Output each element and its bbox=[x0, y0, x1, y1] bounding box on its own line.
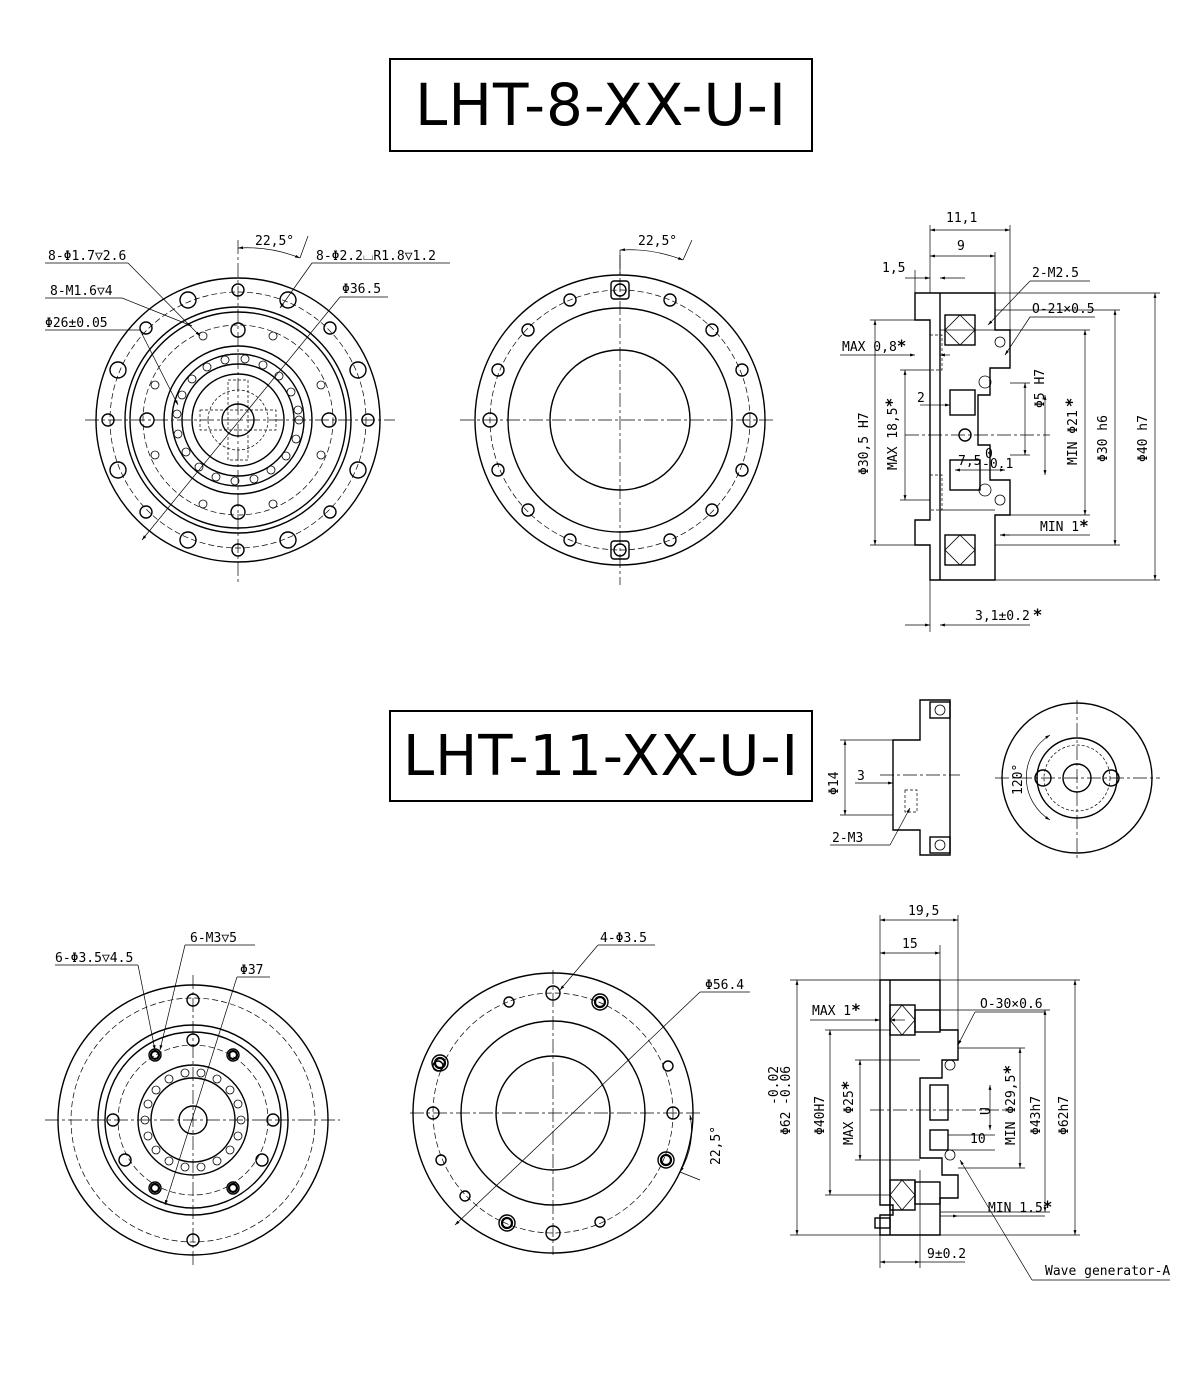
lht11-wg-side-view bbox=[830, 699, 960, 856]
lht11-pcd-label: Φ37 bbox=[240, 963, 263, 978]
lht8-holes-c-label: 8-Φ2.2⌴R1.8▽1.2 bbox=[316, 249, 436, 264]
lht8-oring-label: O-21×0.5 bbox=[1032, 302, 1095, 317]
lht8-min-21: MIN Φ21* bbox=[1062, 398, 1081, 465]
lht11-dia-62: Φ62 bbox=[779, 1112, 794, 1135]
lht11-dim-10: 10 bbox=[970, 1132, 986, 1147]
lht11-max-25: MAX Φ25* bbox=[838, 1081, 857, 1145]
lht11-oring-label: O-30×0.6 bbox=[980, 997, 1043, 1012]
lht11-front-view bbox=[45, 944, 340, 1265]
lht11-rear-holes-label: 4-Φ3.5 bbox=[600, 931, 647, 946]
lht8-rear-view bbox=[460, 239, 775, 585]
lht8-rear-angle: 22,5° bbox=[638, 234, 677, 249]
lht11-wave-generator-label: Wave generator-A bbox=[1045, 1264, 1170, 1279]
lht8-max-0-8: MAX 0,8* bbox=[842, 336, 906, 355]
lht11-dim-9: 9±0.2 bbox=[927, 1247, 966, 1262]
bearing-balls bbox=[172, 354, 304, 486]
lht11-width-19-5: 19,5 bbox=[908, 904, 939, 919]
lht8-bore-5: Φ5 H7 bbox=[1033, 369, 1048, 408]
lht8-width-total: 11,1 bbox=[946, 211, 977, 226]
lht8-dia-30: Φ30 h6 bbox=[1096, 415, 1111, 462]
lht8-dia-40: Φ40 h7 bbox=[1136, 415, 1151, 462]
lht11-bearing-balls bbox=[140, 1068, 246, 1172]
lht11-dia-62h7: Φ62h7 bbox=[1057, 1096, 1072, 1135]
lht11-section-view bbox=[790, 915, 1170, 1281]
lht8-front-view bbox=[45, 235, 450, 585]
lht11-dim-u: U bbox=[979, 1107, 994, 1115]
lht8-tol-lower: -0.1 bbox=[982, 457, 1013, 472]
lht11-dia-43: Φ43h7 bbox=[1029, 1096, 1044, 1135]
lht11-rear-pcd-label: Φ56.4 bbox=[705, 978, 744, 993]
lht8-dim-7-5: 7,5 bbox=[958, 454, 981, 469]
lht8-holes-b-label: 8-M1.6▽4 bbox=[50, 284, 113, 299]
lht11-wg-angle: 120° bbox=[1011, 764, 1026, 795]
lht11-dia-62-tol-upper: -0.02 bbox=[767, 1066, 782, 1105]
lht8-tol-upper: 0 bbox=[985, 447, 993, 462]
lht8-pcd-label: Φ36.5 bbox=[342, 282, 381, 297]
lht11-holes-b-label: 6-M3▽5 bbox=[190, 931, 237, 946]
lht11-width-15: 15 bbox=[902, 937, 918, 952]
lht8-front-angle: 22,5° bbox=[255, 234, 294, 249]
lht11-min-1-5: MIN 1.5* bbox=[988, 1197, 1052, 1216]
lht11-holes-a-label: 6-Φ3.5▽4.5 bbox=[55, 951, 133, 966]
lht8-bore-label: Φ26±0.05 bbox=[45, 316, 108, 331]
lht8-min-1: MIN 1* bbox=[1040, 516, 1089, 535]
lht8-width-1-5: 1,5 bbox=[882, 261, 905, 276]
model-title-lht8: LHT-8-XX-U-I bbox=[389, 58, 813, 152]
lht8-screws-label: 2-M2.5 bbox=[1032, 266, 1079, 281]
lht8-bore-30-5: Φ30,5 H7 bbox=[857, 412, 872, 475]
lht11-wg-dim-3: 3 bbox=[857, 769, 865, 784]
lht8-dim-2: 2 bbox=[917, 391, 925, 406]
lht11-max-1: MAX 1* bbox=[812, 1000, 861, 1019]
model-title-lht11: LHT-11-XX-U-I bbox=[389, 710, 813, 802]
lht11-min-29-5: MIN Φ29,5* bbox=[1000, 1065, 1019, 1145]
lht11-dia-62-tol-lower: -0.06 bbox=[779, 1066, 794, 1105]
lht11-rear-angle: 22,5° bbox=[709, 1126, 724, 1165]
lht8-holes-a-label: 8-Φ1.7▽2.6 bbox=[48, 249, 126, 264]
lht11-bore-40: Φ40H7 bbox=[813, 1096, 828, 1135]
lht11-wg-front-view bbox=[995, 700, 1160, 858]
lht8-max-18-5: MAX 18,5* bbox=[882, 398, 901, 470]
lht8-width-9: 9 bbox=[957, 239, 965, 254]
lht11-wg-screws: 2-M3 bbox=[832, 831, 863, 846]
lht11-wg-dia-14: Φ14 bbox=[827, 771, 842, 795]
lht8-section-view bbox=[840, 225, 1160, 632]
lht8-dim-3-1: 3,1±0.2* bbox=[975, 605, 1042, 624]
lht11-rear-view bbox=[410, 944, 750, 1255]
